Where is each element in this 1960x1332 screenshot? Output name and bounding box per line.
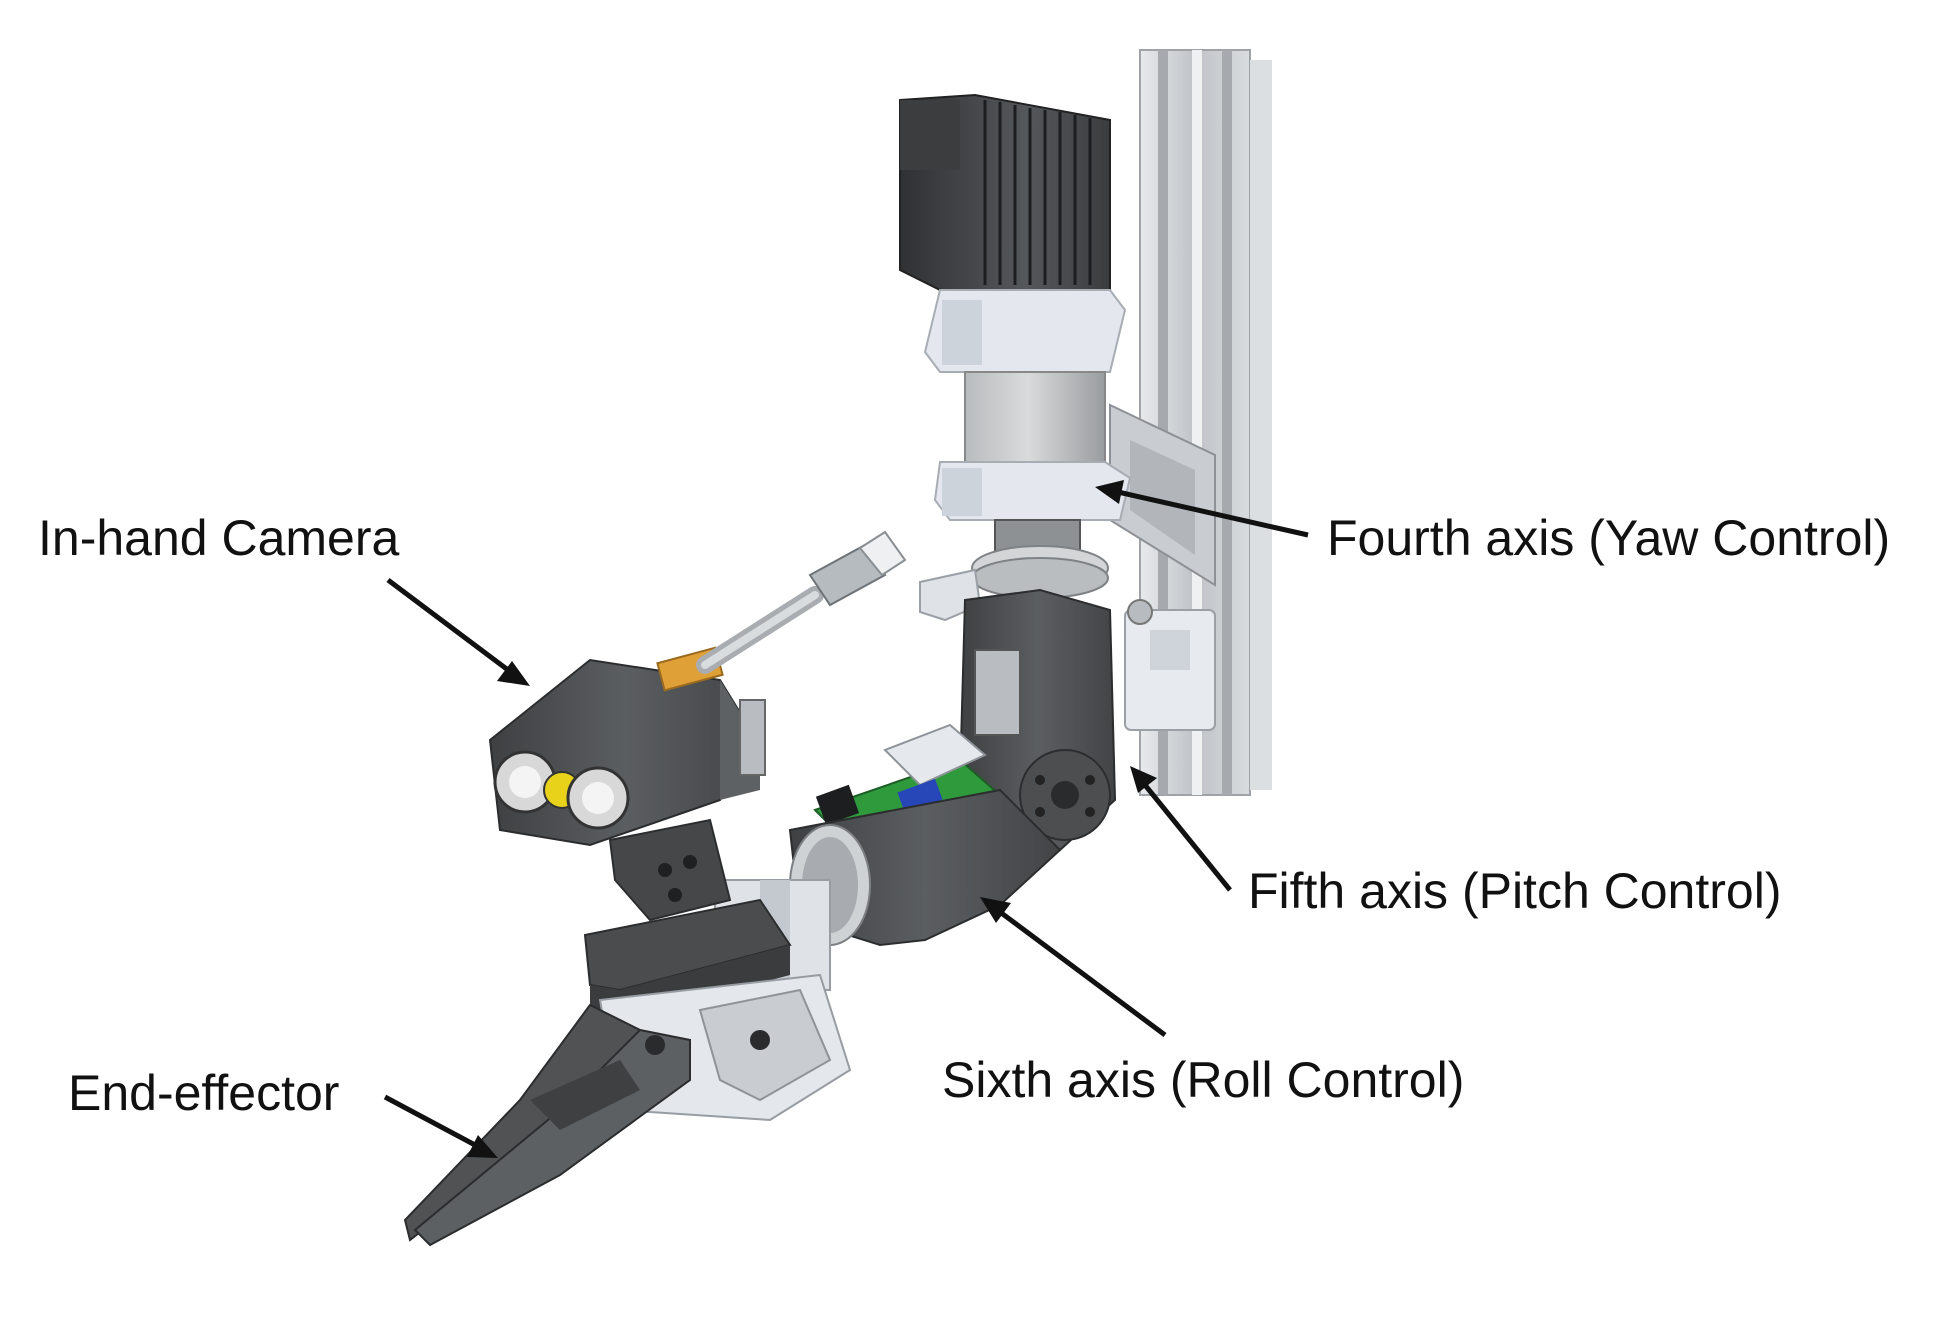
yaw-cylinder: [964, 371, 1106, 468]
in-hand-camera: [488, 646, 766, 847]
label-fourth-axis: Fourth axis (Yaw Control): [1327, 510, 1890, 566]
camera-bracket: [608, 818, 732, 922]
arrow-camera-head: [497, 661, 530, 686]
arrow-fourth-axis: [1117, 489, 1309, 538]
upper-collar: [923, 289, 1127, 373]
limit-switch: [1124, 599, 1216, 731]
end-effector-gripper: [403, 988, 832, 1247]
arrow-camera: [386, 578, 510, 672]
label-sixth-axis: Sixth axis (Roll Control): [942, 1052, 1464, 1108]
mounting-bracket: [1109, 403, 1216, 587]
arrow-fifth-axis: [1143, 783, 1232, 892]
annotation-arrows: [383, 480, 1309, 1158]
usb-cable: [696, 530, 907, 674]
label-in-hand-camera: In-hand Camera: [38, 510, 399, 566]
label-fifth-axis: Fifth axis (Pitch Control): [1248, 863, 1781, 919]
arrow-end-effector-head: [467, 1135, 498, 1158]
yaw-bearing: [919, 519, 1109, 622]
arrow-fifth-axis-head: [1130, 766, 1157, 793]
arrow-sixth-axis: [998, 909, 1167, 1038]
yaw-motor: [899, 93, 1111, 291]
arrow-sixth-axis-head: [980, 897, 1011, 923]
fifth-axis-elbow: [958, 588, 1117, 852]
fourth-axis-collar: [933, 461, 1132, 521]
label-end-effector: End-effector: [68, 1065, 339, 1121]
arrow-fourth-axis-head: [1095, 480, 1124, 504]
arrow-end-effector: [383, 1094, 477, 1148]
